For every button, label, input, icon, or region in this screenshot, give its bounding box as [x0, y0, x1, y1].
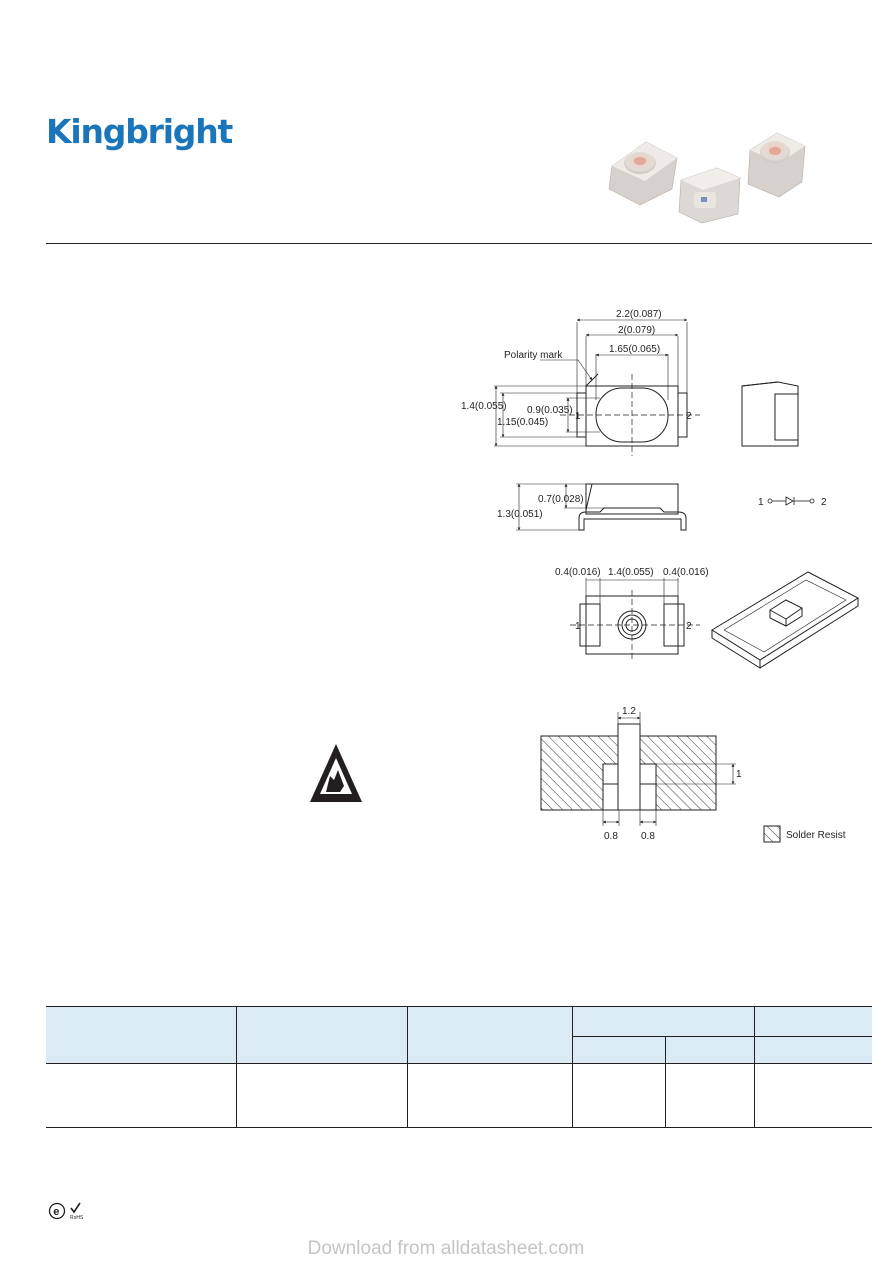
dim-overall-width: 2.2(0.087)	[616, 309, 662, 320]
polarity-mark-label: Polarity mark	[504, 350, 563, 361]
side-view-drawing	[516, 483, 687, 531]
dim-bottom-center: 1.4(0.055)	[608, 567, 654, 578]
dim-overall-height: 1.4(0.055)	[461, 401, 507, 412]
table-header-group	[754, 1006, 872, 1037]
esd-warning-icon	[310, 744, 362, 802]
table-cell	[665, 1063, 755, 1128]
table-cell	[407, 1063, 573, 1128]
top-view-pin-2: 2	[686, 411, 692, 422]
table-subheader-cell	[754, 1036, 872, 1064]
top-view-pin-1: 1	[575, 411, 581, 422]
table-header-cell	[236, 1006, 408, 1064]
isometric-pcb-drawing	[711, 571, 860, 669]
led-photo-left	[608, 141, 678, 206]
header-rule	[46, 243, 872, 244]
table-header-group	[572, 1006, 755, 1037]
solder-dim-right-bottom: 0.8	[641, 831, 655, 842]
dim-lens-width: 1.65(0.065)	[609, 344, 660, 355]
end-view-drawing	[741, 381, 799, 447]
schematic-pin-2: 2	[821, 497, 827, 508]
dim-bottom-pad-right: 0.4(0.016)	[663, 567, 709, 578]
table-row	[46, 1063, 872, 1128]
e-circle-icon	[48, 1202, 66, 1220]
schematic-pin-1: 1	[758, 497, 764, 508]
bottom-view-pin-2: 2	[686, 621, 692, 632]
diode-schematic	[767, 496, 815, 506]
solder-dim-left-bottom: 0.8	[604, 831, 618, 842]
svg-text:RoHS: RoHS	[70, 1215, 84, 1221]
dim-side-height: 1.3(0.051)	[497, 509, 543, 520]
led-photo-center	[678, 167, 741, 224]
top-view-drawing	[494, 318, 700, 456]
kingbright-logo: Kingbright	[46, 112, 233, 151]
table-cell	[236, 1063, 408, 1128]
table-subheader-cell	[572, 1036, 666, 1064]
dim-chamfer-height: 0.7(0.028)	[538, 494, 584, 505]
dim-terminal-height: 1.15(0.045)	[497, 417, 548, 428]
table-cell	[572, 1063, 666, 1128]
dim-bottom-pad-left: 0.4(0.016)	[555, 567, 601, 578]
solder-resist-label: Solder Resist	[786, 830, 846, 841]
solder-resist-swatch	[763, 825, 781, 843]
table-header-cell	[407, 1006, 573, 1064]
table-subheader-cell	[665, 1036, 755, 1064]
spec-table	[46, 1006, 872, 1128]
dim-lens-height: 0.9(0.035)	[527, 405, 573, 416]
product-photo	[608, 132, 806, 224]
table-cell	[46, 1063, 237, 1128]
download-footer: Download from alldatasheet.com	[307, 1238, 585, 1259]
checkmark-icon	[70, 1202, 81, 1214]
bottom-view-pin-1: 1	[575, 621, 581, 632]
table-header-cell	[46, 1006, 237, 1064]
solder-pattern-drawing	[540, 712, 781, 843]
table-cell	[754, 1063, 872, 1128]
solder-dim-top: 1.2	[622, 706, 636, 717]
rohs-compliance-mark: e RoHS	[48, 1200, 92, 1227]
dim-body-width: 2(0.079)	[618, 325, 655, 336]
bottom-view-drawing	[570, 578, 700, 662]
svg-text:e: e	[53, 1206, 59, 1218]
solder-dim-right: 1	[736, 769, 742, 780]
led-photo-right	[747, 132, 806, 198]
